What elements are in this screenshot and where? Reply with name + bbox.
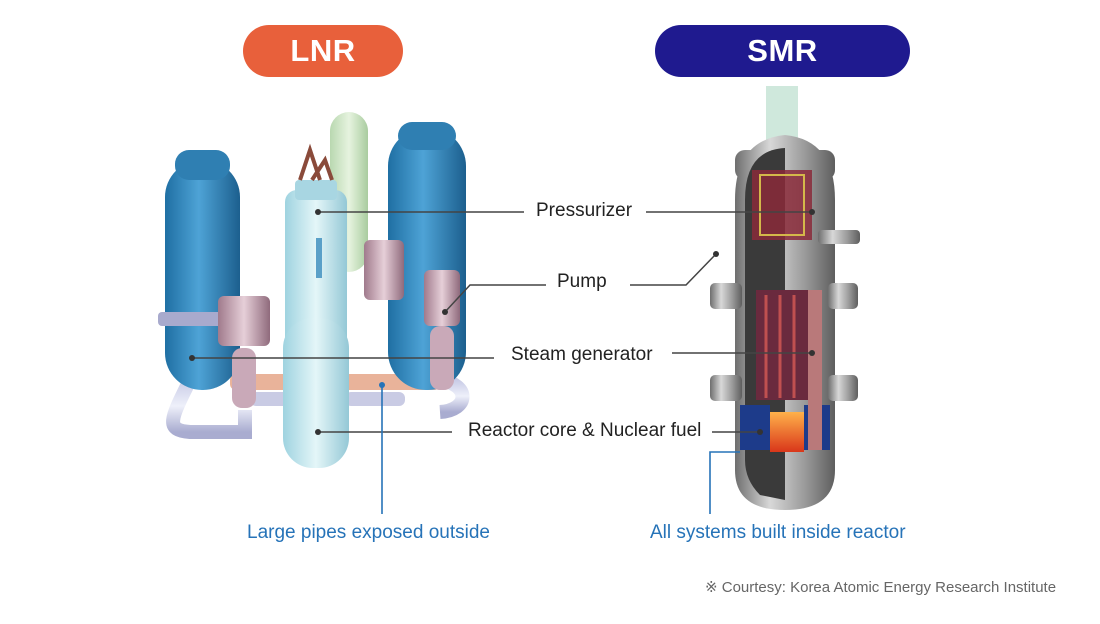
label-reactor-core: Reactor core & Nuclear fuel xyxy=(468,420,702,441)
label-steam-generator: Steam generator xyxy=(511,344,653,365)
lnr-steam-generator-left xyxy=(165,160,240,390)
smr-reactor-core xyxy=(770,412,804,452)
smr-header-badge: SMR xyxy=(655,25,910,77)
label-pump: Pump xyxy=(557,271,607,292)
lnr-illustration xyxy=(158,112,470,468)
caption-callouts xyxy=(381,385,740,514)
lnr-header-label: LNR xyxy=(290,33,356,68)
lnr-pump xyxy=(424,270,460,326)
label-pressurizer: Pressurizer xyxy=(536,200,633,221)
caption-smr: All systems built inside reactor xyxy=(650,522,906,543)
lnr-pump xyxy=(218,296,270,346)
smr-pump xyxy=(710,283,742,309)
lnr-header-badge: LNR xyxy=(243,25,403,77)
lnr-pump xyxy=(364,240,404,300)
lnr-pipe xyxy=(166,376,252,439)
leader-lines xyxy=(192,211,812,433)
smr-header-label: SMR xyxy=(747,33,818,68)
credit-note: ※ Courtesy: Korea Atomic Energy Research… xyxy=(705,579,1057,596)
smr-steam-generator xyxy=(756,290,812,400)
smr-illustration xyxy=(710,86,860,510)
caption-lnr: Large pipes exposed outside xyxy=(247,522,490,543)
smr-pressurizer xyxy=(752,170,812,240)
